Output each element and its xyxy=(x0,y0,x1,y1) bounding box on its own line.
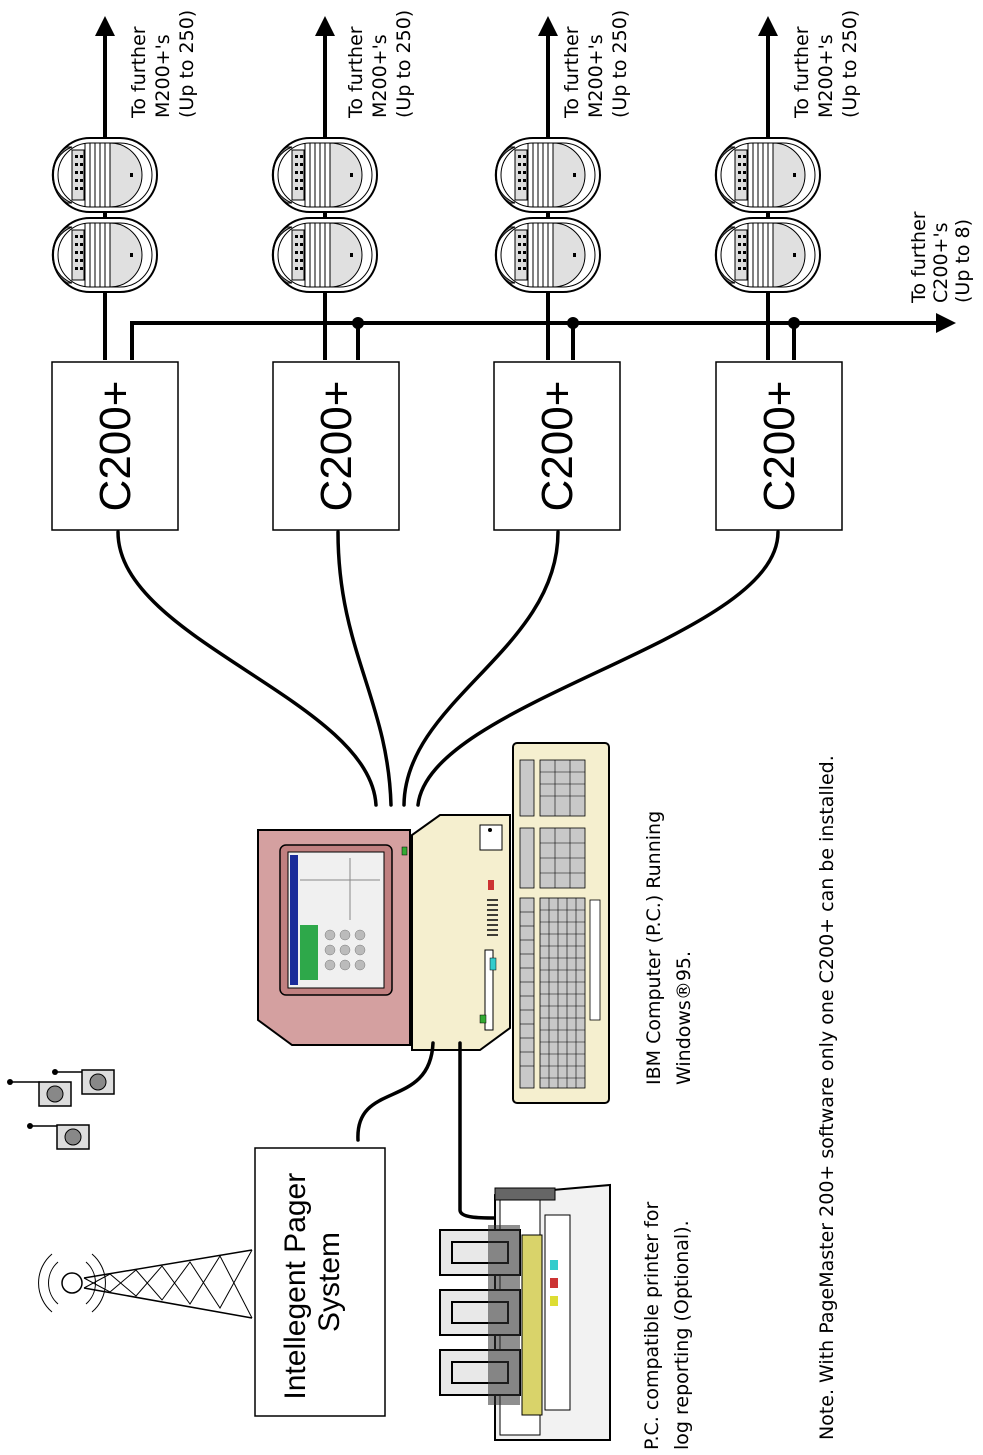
m200-unit xyxy=(271,137,378,213)
pager-system-box: Intellegent Pager System xyxy=(254,1147,386,1417)
svg-text:To further M200+'s: To further M200+'s (Up to 250) xyxy=(345,10,415,119)
note-text: Note. With PageMaster 200+ software only… xyxy=(816,755,838,1440)
svg-text:IBM Computer (P.C.) Running: IBM Computer (P.C.) Running Windows®95. xyxy=(643,805,695,1085)
computer-label: IBM Computer (P.C.) Running Windows®95. xyxy=(643,805,695,1085)
svg-text:To further M200+'s: To further M200+'s (Up to 250) xyxy=(561,10,631,119)
m200-unit xyxy=(51,217,159,293)
c200-box: C200+ xyxy=(51,361,179,531)
svg-text:C200+: C200+ xyxy=(91,381,140,512)
m200-units xyxy=(51,137,821,293)
m200-lines xyxy=(95,16,778,360)
m200-unit xyxy=(51,137,159,213)
further-c200-label: To further C200+'s (Up to 8) xyxy=(908,205,974,304)
m200-unit xyxy=(714,137,821,213)
printer-icon xyxy=(439,1183,611,1441)
pager-icon xyxy=(81,1069,115,1095)
pager-icon xyxy=(38,1081,72,1107)
pager-icons xyxy=(7,1069,115,1150)
svg-text:To further M200+'s: To further M200+'s (Up to 250) xyxy=(128,10,198,119)
m200-unit xyxy=(494,217,601,293)
svg-text:Intellegent Pager System: Intellegent Pager System xyxy=(279,1164,346,1399)
printer-label: P.C. compatible printer for log reportin… xyxy=(641,1196,693,1450)
c200-box: C200+ xyxy=(272,361,400,531)
c200-bus-line xyxy=(130,313,956,360)
svg-text:To further M200+'s: To further M200+'s (Up to 250) xyxy=(791,10,861,119)
m200-unit xyxy=(494,137,601,213)
svg-text:C200+: C200+ xyxy=(312,381,361,512)
peripheral-cables xyxy=(356,1041,497,1220)
m200-unit xyxy=(271,217,378,293)
c200-box: C200+ xyxy=(715,361,843,531)
svg-text:C200+: C200+ xyxy=(533,381,582,512)
pc-computer xyxy=(257,742,610,1104)
pager-icon xyxy=(56,1124,90,1150)
c200-controllers: C200+ C200+ C200+ C200+ xyxy=(51,361,843,531)
svg-text:To further C200+'s: To further C200+'s (Up to 8) xyxy=(908,205,974,304)
svg-text:Note. With PageMaster 200+ sof: Note. With PageMaster 200+ software only… xyxy=(816,755,838,1440)
controller-cables xyxy=(116,530,780,807)
m200-unit xyxy=(714,217,821,293)
svg-text:C200+: C200+ xyxy=(755,381,804,512)
further-m200-label: To further M200+'s (Up to 250) To furthe… xyxy=(128,10,861,119)
c200-box: C200+ xyxy=(493,361,621,531)
antenna-tower-icon xyxy=(38,1249,253,1319)
svg-text:P.C. compatible printer for: P.C. compatible printer for log reportin… xyxy=(641,1196,693,1450)
